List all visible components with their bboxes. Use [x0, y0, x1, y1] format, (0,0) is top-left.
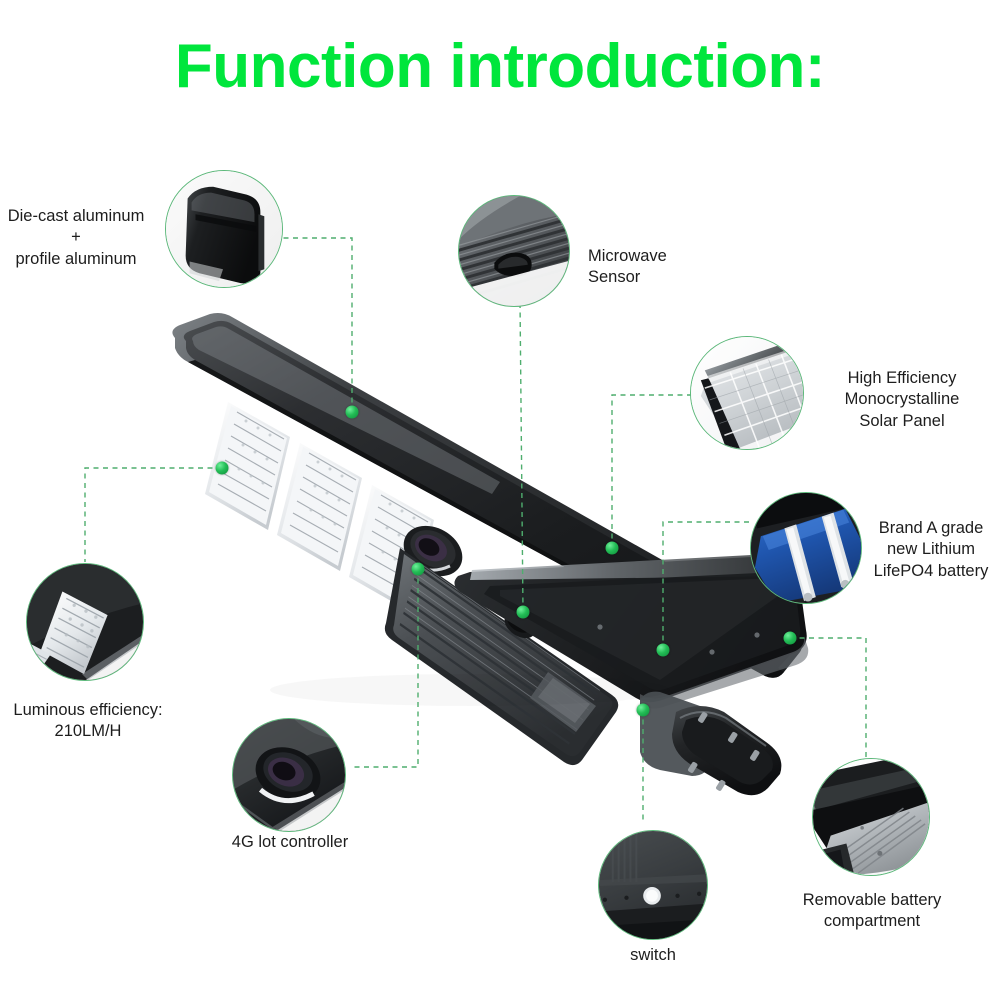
- callout-label-solar-panel: High Efficiency Monocrystalline Solar Pa…: [844, 369, 960, 430]
- callout-label-iot-controller: 4G lot controller: [231, 833, 349, 851]
- callout-label-switch: switch: [630, 946, 676, 964]
- inset-closeup-lithium-battery-cells: [750, 492, 862, 604]
- anchor-dot-battery-compartment: [783, 631, 797, 645]
- anchor-dot-switch: [636, 703, 650, 717]
- anchor-dot-luminous-efficiency: [215, 461, 229, 475]
- anchor-dot-solar-panel: [605, 541, 619, 555]
- inset-closeup-microwave-sensor-port: [458, 195, 570, 307]
- inset-closeup-monocrystalline-panel: [690, 336, 804, 450]
- callout-label-battery-compartment: Removable battery compartment: [802, 891, 942, 931]
- callout-label-die-cast-aluminum: Die-cast aluminum + profile aluminum: [7, 207, 145, 268]
- callout-label-luminous-efficiency: Luminous efficiency: 210LM/H: [13, 701, 163, 741]
- anchor-dot-microwave-sensor: [516, 605, 530, 619]
- inset-closeup-housing-end-cap: [165, 170, 283, 288]
- inset-closeup-4g-controller-dome: [232, 718, 346, 832]
- anchor-dot-die-cast-aluminum: [345, 405, 359, 419]
- anchor-dot-iot-controller: [411, 562, 425, 576]
- inset-closeup-battery-compartment: [812, 758, 930, 876]
- inset-closeup-led-modules: [26, 563, 144, 681]
- page-title: Function introduction:: [174, 32, 826, 101]
- anchor-dot-battery: [656, 643, 670, 657]
- inset-closeup-power-switch: [598, 830, 708, 940]
- callout-label-microwave-sensor: Microwave Sensor: [588, 247, 667, 287]
- callout-label-battery: Brand A grade new Lithium LifePO4 batter…: [873, 519, 989, 580]
